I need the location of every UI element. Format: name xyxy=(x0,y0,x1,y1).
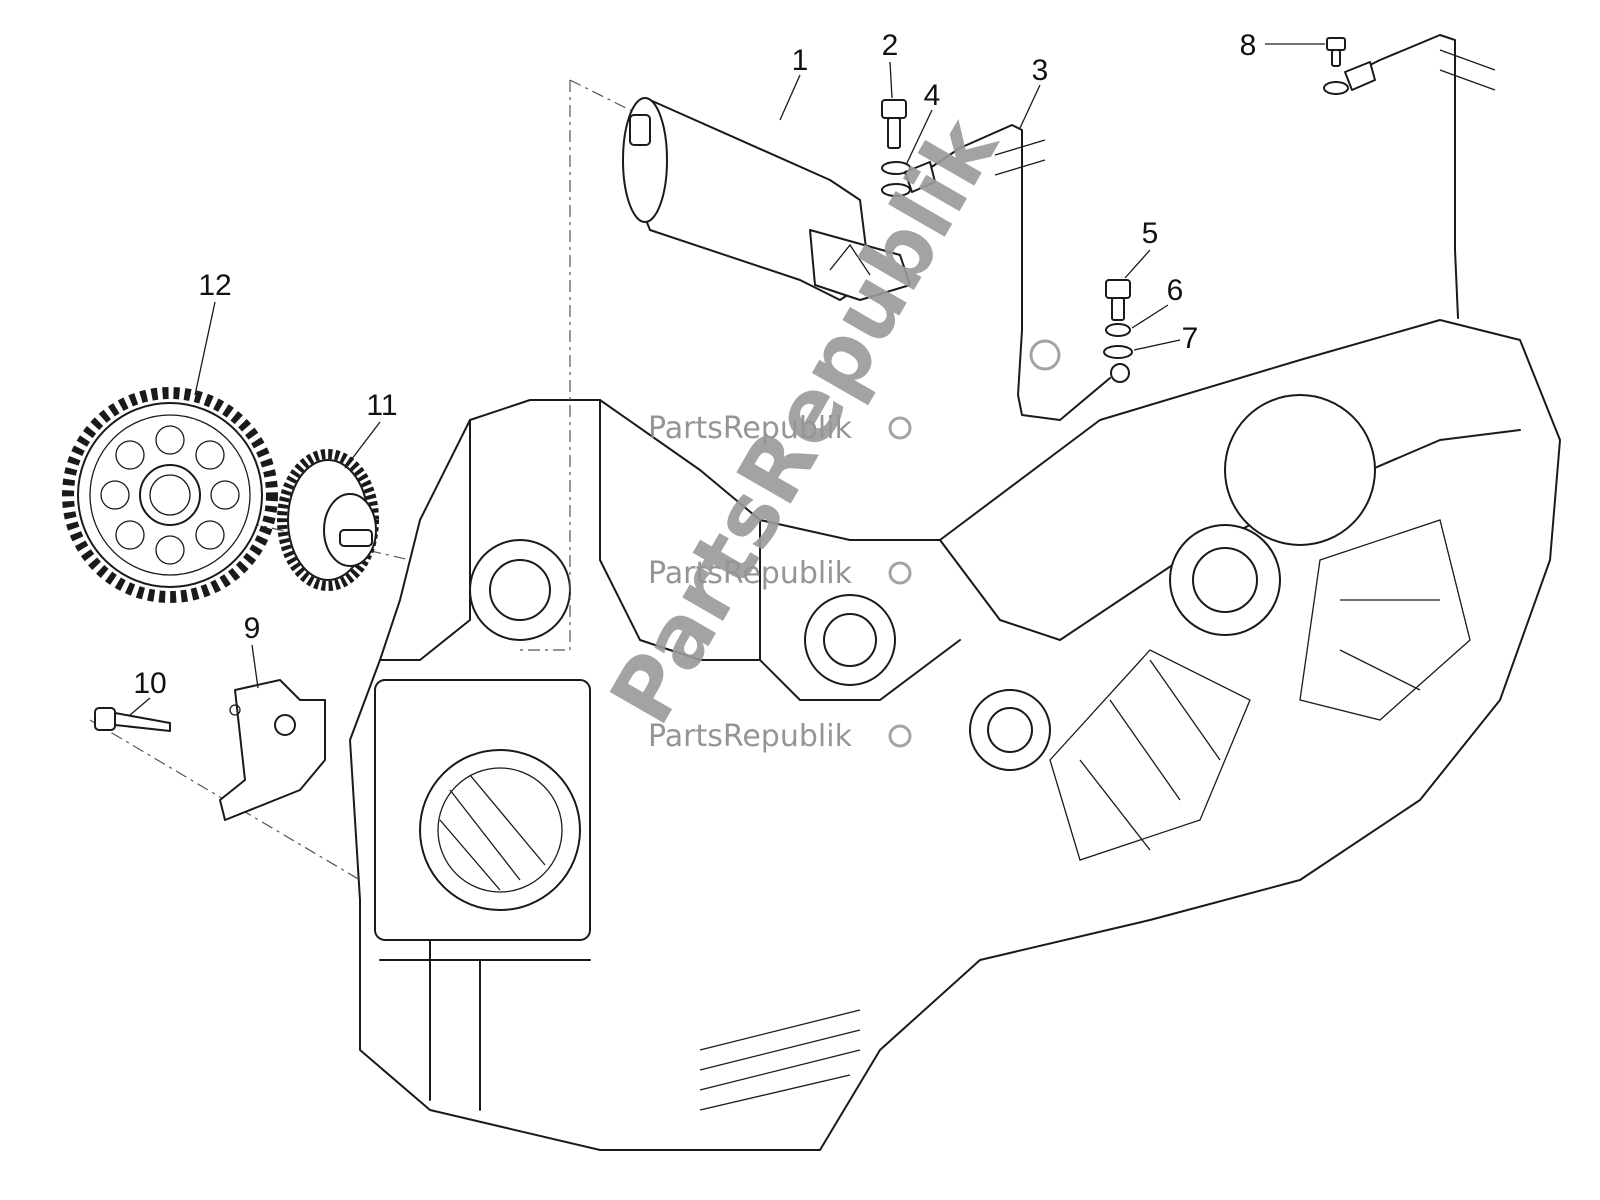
starter-cable-3 xyxy=(904,124,1130,421)
callout-10: 10 xyxy=(133,667,166,700)
callout-2: 2 xyxy=(882,29,899,62)
callout-5: 5 xyxy=(1142,217,1159,250)
washer-7 xyxy=(1103,345,1133,359)
callout-labels: 1 2 3 4 5 6 7 8 9 10 11 12 xyxy=(133,29,1256,700)
idler-gear-11 xyxy=(277,449,379,591)
bolt-2 xyxy=(881,99,907,149)
callout-1: 1 xyxy=(792,44,809,77)
gear-icon xyxy=(888,339,1061,748)
callout-6: 6 xyxy=(1167,274,1184,307)
bolt-5 xyxy=(1105,279,1131,321)
watermark-label-3: PartsRepublik xyxy=(648,719,853,754)
watermark-label-1: PartsRepublik xyxy=(648,411,853,446)
ground-cable xyxy=(1344,34,1496,319)
watermark-label-2: PartsRepublik xyxy=(648,556,853,591)
leader-lines xyxy=(129,43,1325,716)
bolt-10 xyxy=(94,707,171,732)
bolt-8 xyxy=(1323,37,1349,95)
washer-6 xyxy=(1105,323,1131,337)
washer-4 xyxy=(881,161,911,197)
crankcase xyxy=(349,319,1561,1151)
callout-3: 3 xyxy=(1032,54,1049,87)
callout-8: 8 xyxy=(1240,29,1257,62)
bracket-9 xyxy=(219,679,326,821)
callout-4: 4 xyxy=(924,79,941,112)
callout-11: 11 xyxy=(366,389,397,422)
callout-12: 12 xyxy=(198,269,231,302)
callout-7: 7 xyxy=(1182,322,1199,355)
callout-9: 9 xyxy=(244,612,261,645)
driven-gear-12 xyxy=(62,387,278,603)
starter-motor xyxy=(622,97,911,301)
